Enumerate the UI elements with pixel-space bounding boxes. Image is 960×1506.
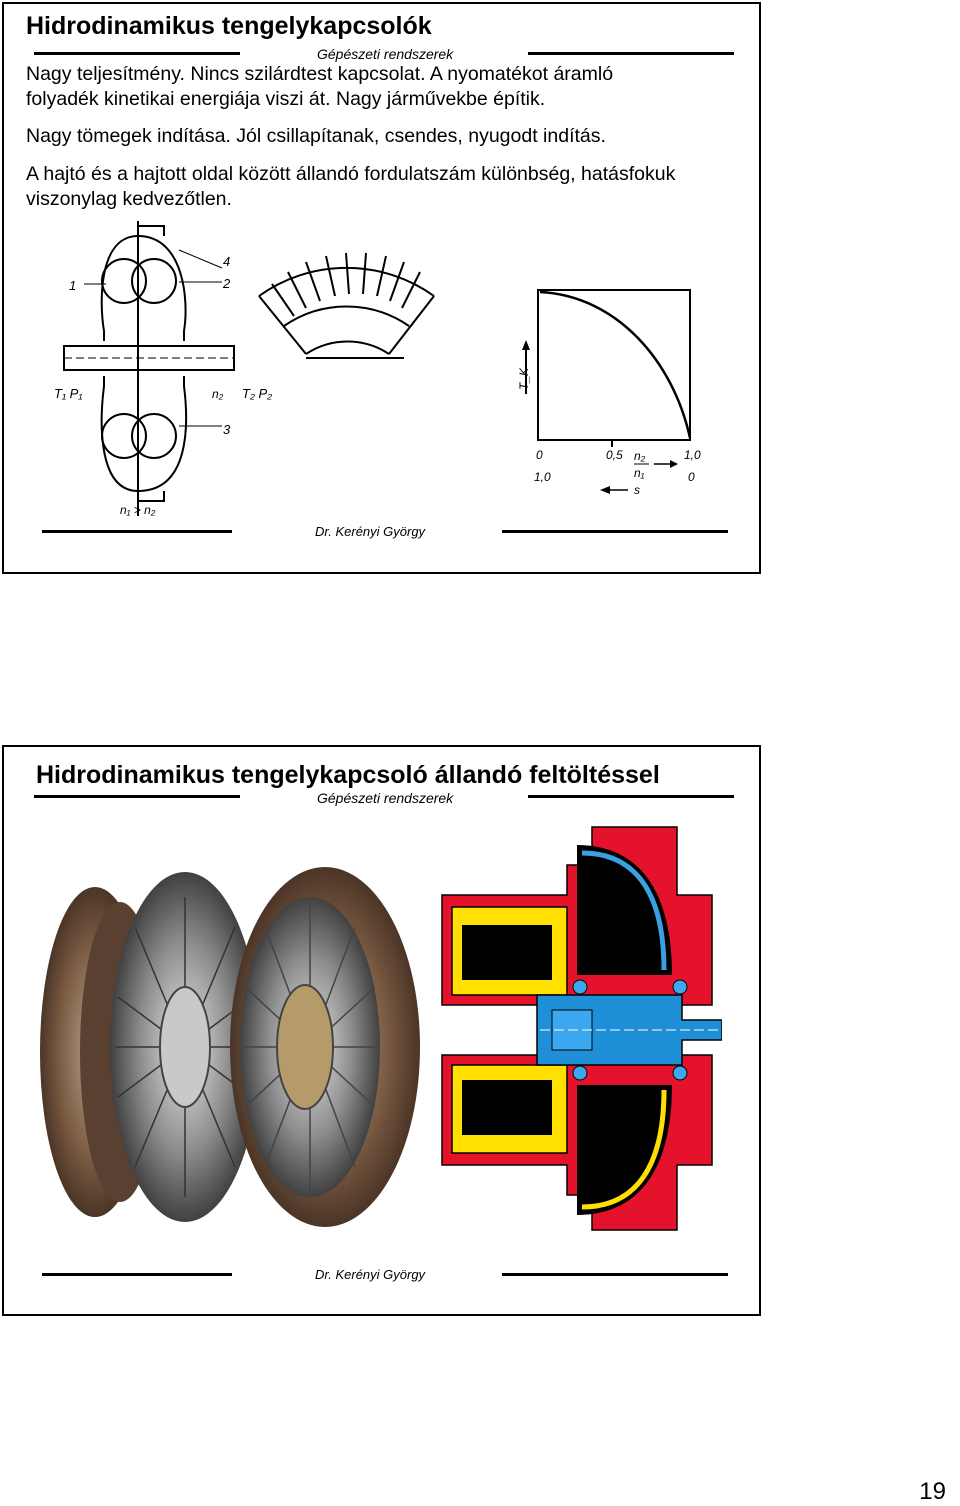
coupling-section-diagram: 1 2 3 4 T₁ P₁ n₂ T₂ P₂ n₁ > n₂ bbox=[54, 221, 435, 517]
body-line-1: Nagy teljesítmény. Nincs szilárdtest kap… bbox=[26, 63, 614, 85]
graph-ylabel: T_K bbox=[517, 367, 531, 390]
body-line-5: viszonylag kedvezőtlen. bbox=[26, 188, 232, 210]
coupling-photo bbox=[40, 867, 420, 1227]
footer-rule-right bbox=[502, 1273, 728, 1276]
header-rule-right bbox=[528, 795, 734, 798]
slide-1: Hidrodinamikus tengelykapcsolók Gépészet… bbox=[2, 2, 761, 574]
body-line-4: A hajtó és a hajtott oldal között álland… bbox=[26, 163, 676, 185]
page-number: 19 bbox=[919, 1478, 946, 1505]
torque-characteristic-graph: T_K 0 0,5 1,0 n₂ n₁ 1,0 0 s bbox=[517, 289, 701, 497]
slide-footer: Dr. Kerényi György bbox=[315, 524, 426, 539]
label-t2p2: T₂ P₂ bbox=[242, 386, 272, 401]
slide-subtitle: Gépészeti rendszerek bbox=[317, 46, 454, 62]
label-4: 4 bbox=[223, 254, 230, 269]
footer-rule-left bbox=[42, 530, 232, 533]
slide-footer: Dr. Kerényi György bbox=[315, 1267, 426, 1282]
coupling-cutaway bbox=[441, 826, 722, 1231]
slide-subtitle: Gépészeti rendszerek bbox=[317, 790, 454, 806]
slip-tick-1-0: 1,0 bbox=[534, 470, 551, 484]
label-2: 2 bbox=[222, 276, 231, 291]
header-rule-left bbox=[34, 52, 240, 55]
slip-tick-0: 0 bbox=[688, 470, 695, 484]
slide-2: Hidrodinamikus tengelykapcsoló állandó f… bbox=[2, 745, 761, 1316]
label-3: 3 bbox=[223, 422, 231, 437]
label-1: 1 bbox=[69, 278, 76, 293]
tick-0-5: 0,5 bbox=[606, 448, 623, 462]
header-rule-left bbox=[34, 795, 240, 798]
slide-title: Hidrodinamikus tengelykapcsolók bbox=[26, 12, 432, 40]
label-n2: n₂ bbox=[212, 387, 224, 401]
slide-title: Hidrodinamikus tengelykapcsoló állandó f… bbox=[36, 761, 660, 789]
tick-1-0: 1,0 bbox=[684, 448, 701, 462]
label-n1-gt-n2: n₁ > n₂ bbox=[120, 503, 156, 517]
tick-0: 0 bbox=[536, 448, 543, 462]
footer-rule-right bbox=[502, 530, 728, 533]
footer-rule-left bbox=[42, 1273, 232, 1276]
body-line-2: folyadék kinetikai energiája viszi át. N… bbox=[26, 88, 546, 110]
torque-curve bbox=[539, 290, 692, 439]
ratio-denominator: n₁ bbox=[634, 466, 645, 480]
ratio-numerator: n₂ bbox=[634, 449, 646, 463]
label-t1p1: T₁ P₁ bbox=[54, 386, 82, 401]
header-rule-right bbox=[528, 52, 734, 55]
body-line-3: Nagy tömegek indítása. Jól csillapítanak… bbox=[26, 125, 606, 147]
slip-label: s bbox=[634, 483, 640, 497]
